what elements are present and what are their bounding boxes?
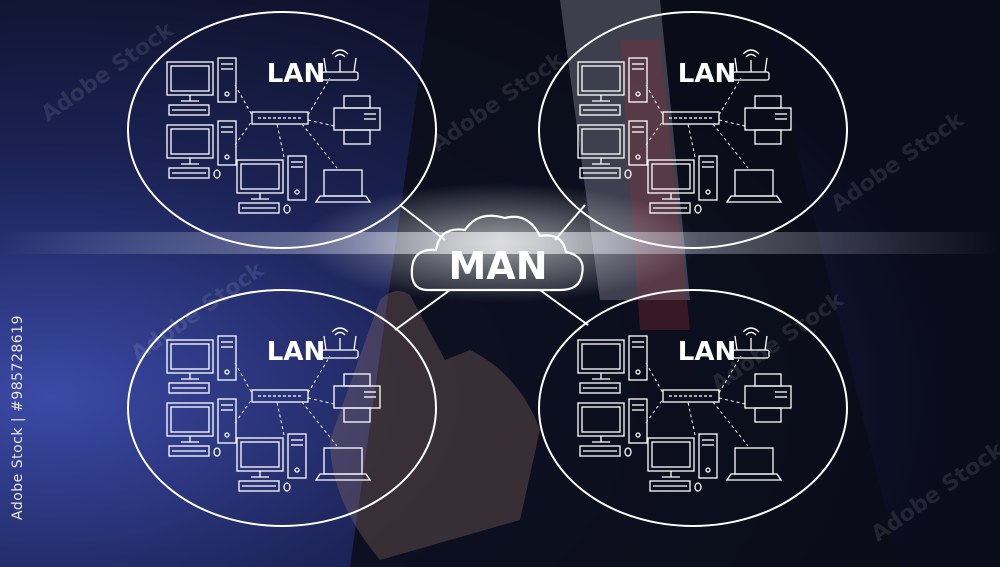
lan-cluster-bottom-left: LAN — [127, 289, 437, 527]
lan-label: LAN — [267, 337, 325, 367]
stock-id-label: Adobe Stock | #985728619 — [10, 315, 26, 520]
man-cloud: MAN — [410, 214, 584, 292]
lan-label: LAN — [267, 59, 325, 89]
lan-cluster-top-left: LAN — [127, 11, 437, 249]
center-glow — [300, 183, 700, 303]
lan-cluster-top-right: LAN — [538, 11, 848, 249]
man-connections — [394, 204, 589, 331]
cloud-icon — [410, 214, 584, 292]
lan-label: LAN — [678, 59, 736, 89]
lan-cluster-bottom-right: LAN — [538, 289, 848, 527]
lan-label: LAN — [678, 337, 736, 367]
man-label: MAN — [448, 244, 547, 288]
